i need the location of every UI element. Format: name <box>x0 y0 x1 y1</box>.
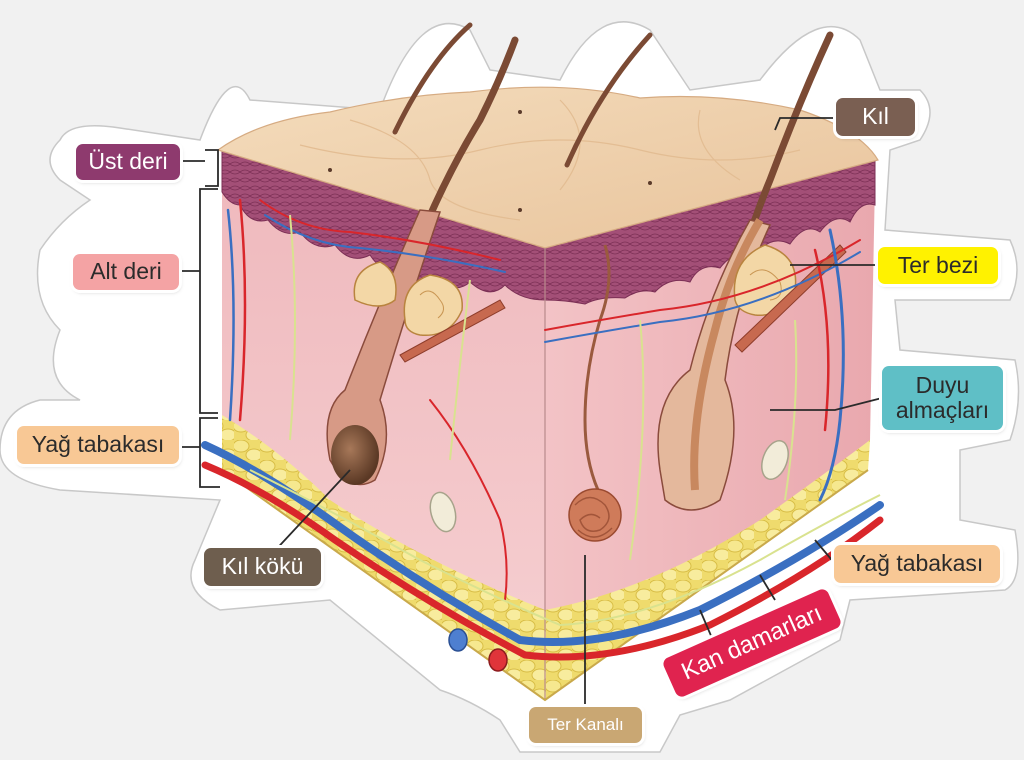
arrector-muscles <box>399 244 847 363</box>
label-ter-kanali: Ter Kanalı <box>529 707 642 743</box>
leader-lines <box>269 117 883 708</box>
pores <box>328 110 652 212</box>
label-ter-bezi: Ter bezi <box>878 247 998 284</box>
skin-surface <box>216 86 879 249</box>
sweat-duct <box>583 244 611 491</box>
left-follicle-sheath <box>326 209 442 486</box>
label-alt-deri: Alt deri <box>73 254 179 290</box>
label-yag-tabakasi-left: Yağ tabakası <box>17 426 179 464</box>
bracket-lines <box>180 149 220 488</box>
sebaceous-glands <box>353 244 797 337</box>
vessel-ends <box>448 628 508 672</box>
label-duyu-almaclari: Duyu almaçları <box>882 366 1003 430</box>
label-yag-tabakasi-right: Yağ tabakası <box>834 545 1000 583</box>
bottom-rim <box>221 469 869 702</box>
label-ust-deri: Üst deri <box>76 144 180 180</box>
left-hair-bulb <box>331 425 379 485</box>
sweat-gland-coil-lines <box>574 496 613 538</box>
label-kil-koku: Kıl kökü <box>204 548 321 586</box>
blood-vessels <box>201 198 884 661</box>
label-kil: Kıl <box>836 98 915 136</box>
nerves <box>249 214 881 627</box>
surface-creases <box>299 99 801 221</box>
right-hair-root <box>690 217 764 491</box>
sensory-corpuscles <box>429 440 789 533</box>
gland-texture <box>419 269 782 319</box>
right-epidermis <box>544 159 876 305</box>
